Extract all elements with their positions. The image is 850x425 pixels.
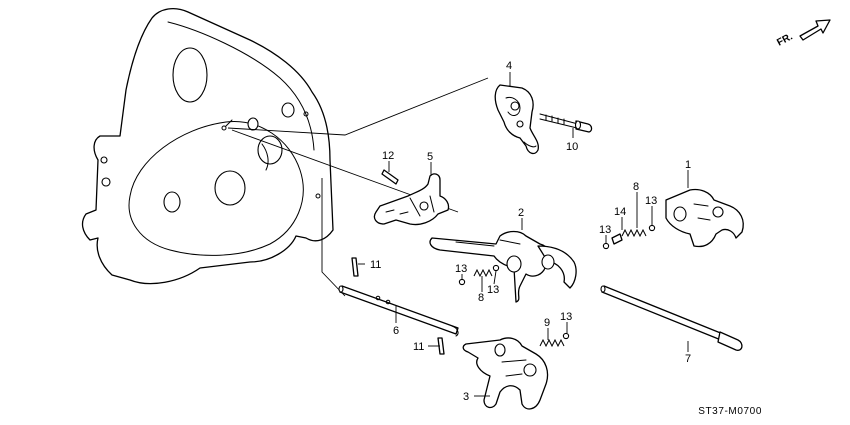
part-7-shift-shaft (600, 285, 743, 351)
part-3-shift-fork (462, 337, 549, 410)
callout-11-upper: 11 (370, 259, 381, 271)
callout-9: 9 (544, 317, 550, 329)
part-6-shift-shaft (338, 285, 459, 337)
callout-7: 7 (685, 353, 691, 365)
part-2-shift-fork (429, 230, 577, 303)
callout-6: 6 (393, 325, 399, 337)
callout-13-left: 13 (599, 224, 611, 236)
callout-13-middle-lower: 13 (487, 284, 499, 296)
callout-5: 5 (427, 151, 433, 163)
part-11-pin-lower (437, 337, 445, 355)
callout-8-middle: 8 (478, 292, 484, 304)
leader-case-to-bracket (227, 77, 489, 136)
callout-13-right: 13 (645, 195, 657, 207)
callout-13-lower: 13 (560, 311, 572, 323)
part-13-steel-balls (458, 224, 656, 340)
front-direction-indicator: FR. (775, 19, 831, 49)
front-direction-label: FR. (775, 31, 795, 48)
part-1-shift-fork (665, 188, 744, 248)
callout-14: 14 (614, 206, 626, 218)
part-9-spring (539, 338, 565, 348)
part-8-spring-middle (473, 268, 493, 278)
callout-4: 4 (506, 60, 512, 72)
callout-1: 1 (685, 159, 691, 171)
callout-11-lower: 11 (413, 341, 424, 353)
part-8-spring-upper (621, 228, 647, 238)
diagram-code: ST37-M0700 (698, 406, 762, 417)
part-5-selector-lever (373, 173, 450, 226)
callout-8-upper: 8 (633, 181, 639, 193)
part-4-bracket (494, 84, 539, 155)
front-direction-arrow-icon (799, 19, 831, 41)
part-14-detent (611, 233, 623, 245)
callout-12: 12 (382, 150, 394, 162)
leader-case-to-shaft-6 (321, 178, 346, 297)
callout-13-middle-upper: 13 (455, 263, 467, 275)
callout-2: 2 (518, 207, 524, 219)
callout-3: 3 (463, 391, 469, 403)
callout-labels: 1 2 3 4 5 6 7 8 8 9 10 11 11 12 13 13 13… (370, 60, 691, 403)
callout-leaders (358, 72, 689, 397)
transmission-case (81, 7, 334, 285)
callout-10: 10 (566, 141, 578, 153)
part-10-bolt (539, 113, 593, 133)
part-11-pin-upper (351, 257, 359, 277)
part-12-pin (381, 169, 399, 185)
